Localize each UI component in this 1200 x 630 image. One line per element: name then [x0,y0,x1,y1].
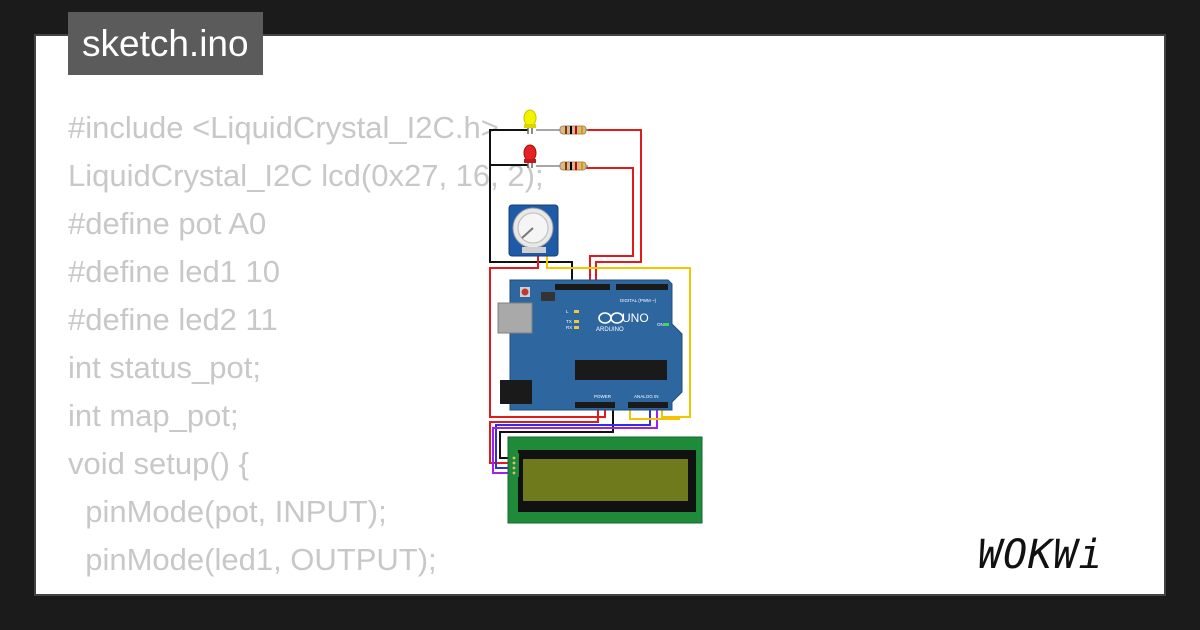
code-line: #include <LiquidCrystal_I2C.h> [68,110,499,145]
arduino-uno-board[interactable]: UNO ARDUINO DIGITAL (PWM ~) POWER ANALOG… [497,279,683,411]
board-label-tx: TX [566,319,572,324]
file-tab[interactable]: sketch.ino [68,12,263,75]
resistor-1[interactable] [536,125,588,135]
potentiometer[interactable] [508,204,559,257]
board-label-uno: UNO [622,311,649,325]
code-line: #define pot A0 [68,206,267,241]
code-line: #define led1 10 [68,254,281,289]
lcd-16x2[interactable] [507,436,703,524]
digital-header-1 [555,284,610,290]
code-line: int status_pot; [68,350,262,385]
board-label-rx: RX [566,325,572,330]
wire-red-led1 [585,129,642,285]
analog-header [628,402,668,408]
wire-black-lcd [499,398,614,459]
code-line: void setup() { [68,446,249,481]
code-line: LiquidCrystal_I2C lcd(0x27, 16, 2); [68,158,544,193]
wires [489,129,691,474]
wire-red-pot [489,250,606,418]
wire-blue-lcd [495,398,651,469]
digital-header-2 [616,284,668,290]
wokwi-logo-text: WOKWi [978,532,1103,578]
board-label-power: POWER [594,394,612,399]
power-jack [500,380,532,404]
arduino-logo-icon [598,312,624,324]
led-red[interactable] [523,144,537,168]
board-label-digital: DIGITAL (PWM ~) [620,298,657,303]
wire-yellow-pot [546,250,691,418]
board-label-l: L [566,309,569,314]
code-snippet: #include <LiquidCrystal_I2C.h> LiquidCrys… [68,104,544,594]
wire-black-leds [489,129,573,285]
microcontroller-chip [575,360,667,380]
usb-port [497,302,533,334]
wire-red-led2 [585,167,634,285]
lcd-screen [523,459,688,501]
code-line: pinMode(led1, OUTPUT); [68,542,437,577]
code-line: #define led2 11 [68,302,278,337]
code-line: pinMode(pot, INPUT); [68,494,387,529]
resistor-2[interactable] [536,161,588,171]
board-label-arduino: ARDUINO [596,327,624,333]
board-label-analog: ANALOG IN [634,394,659,399]
code-line: int map_pot; [68,398,239,433]
led-yellow[interactable] [523,109,537,134]
code-line: pinMode(led2, OUTPUT); [68,584,544,594]
board-label-on: ON [657,322,664,327]
power-header [575,402,615,408]
